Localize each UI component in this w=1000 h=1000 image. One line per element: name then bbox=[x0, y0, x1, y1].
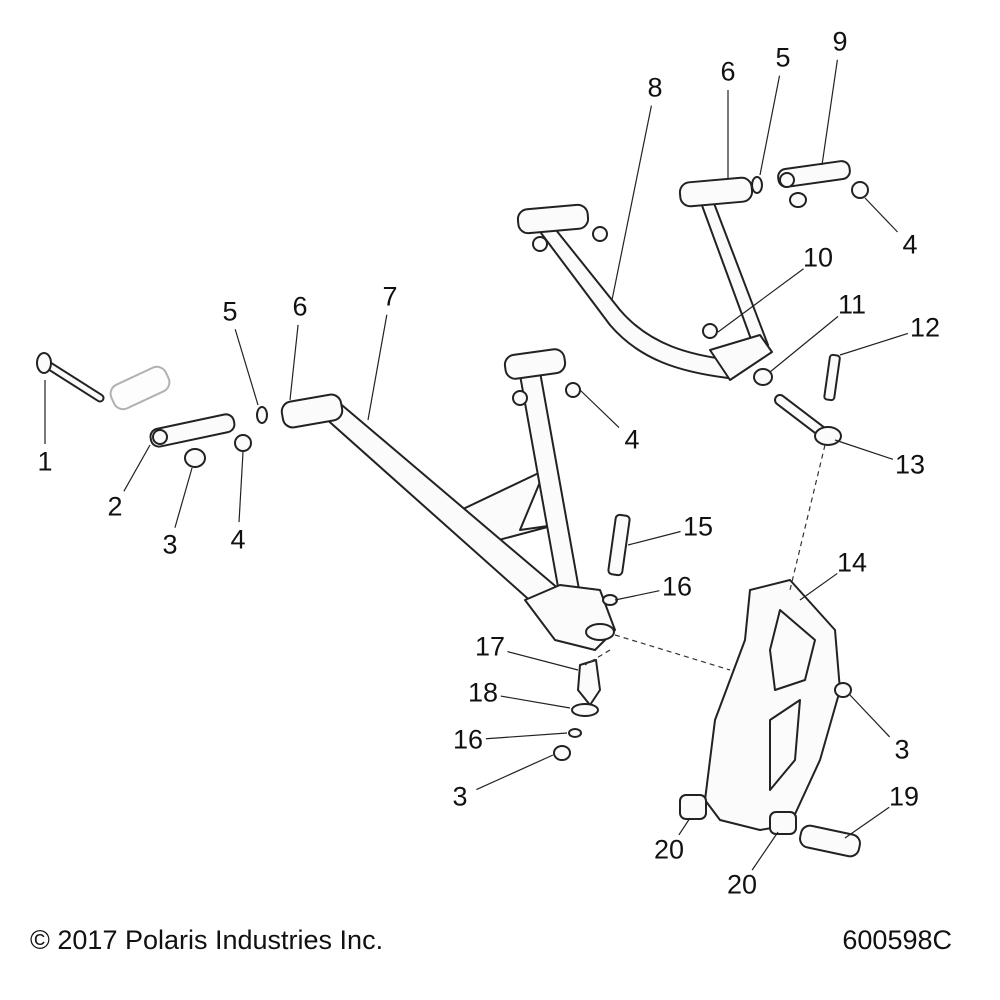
part-shock-ghost bbox=[109, 365, 171, 411]
leader-line-2 bbox=[123, 444, 151, 492]
leader-lines bbox=[44, 59, 909, 871]
leader-line-16 bbox=[614, 590, 660, 601]
diagram-number: 600598C bbox=[842, 925, 952, 955]
callout-17: 17 bbox=[474, 631, 506, 662]
callout-4: 4 bbox=[902, 229, 918, 260]
part-bushing-20b bbox=[769, 811, 797, 835]
callout-14: 14 bbox=[836, 547, 868, 578]
part-spindle bbox=[704, 579, 841, 831]
part-pivot-pin-9 bbox=[777, 160, 851, 188]
callout-1: 1 bbox=[37, 446, 53, 477]
part-nut-4c bbox=[851, 181, 869, 199]
part-lower-a-arm bbox=[280, 348, 616, 651]
callout-5: 5 bbox=[775, 42, 791, 73]
leader-line-5 bbox=[759, 75, 781, 176]
callout-10: 10 bbox=[802, 242, 834, 273]
part-bushing-20 bbox=[679, 794, 707, 820]
leader-line-10 bbox=[717, 268, 804, 333]
part-ball-joint bbox=[577, 659, 601, 706]
leader-line-6 bbox=[289, 324, 299, 401]
leader-line-19 bbox=[844, 806, 890, 839]
leader-line-4 bbox=[579, 389, 620, 428]
callout-20: 20 bbox=[726, 869, 758, 900]
leader-line-5 bbox=[234, 329, 259, 406]
copyright-text: © 2017 Polaris Industries Inc. bbox=[30, 925, 384, 955]
callout-4: 4 bbox=[624, 424, 640, 455]
part-upper-a-arm bbox=[516, 176, 773, 381]
leader-line-15 bbox=[627, 530, 681, 546]
callout-2: 2 bbox=[107, 491, 123, 522]
callout-13: 13 bbox=[894, 449, 926, 480]
part-bolt bbox=[36, 352, 105, 403]
leader-line-14 bbox=[799, 572, 838, 601]
part-nut-4 bbox=[234, 434, 252, 452]
callout-9: 9 bbox=[832, 26, 848, 57]
leader-line-20 bbox=[751, 831, 779, 871]
part-nut-3b bbox=[553, 745, 571, 761]
part-nut-4b bbox=[789, 192, 807, 208]
callout-4: 4 bbox=[230, 524, 246, 555]
leader-line-16 bbox=[485, 732, 568, 740]
callout-16: 16 bbox=[661, 571, 693, 602]
leader-line-3 bbox=[849, 694, 891, 738]
callout-8: 8 bbox=[647, 72, 663, 103]
leader-line-4 bbox=[864, 197, 898, 233]
part-nut-3 bbox=[184, 448, 206, 468]
leader-line-17 bbox=[507, 650, 579, 671]
callout-12: 12 bbox=[909, 312, 941, 343]
leader-line-20 bbox=[678, 817, 691, 836]
assembly-lines bbox=[584, 444, 826, 671]
callout-3: 3 bbox=[894, 734, 910, 765]
part-tie-rod-end bbox=[774, 394, 842, 446]
part-washer-5 bbox=[256, 406, 268, 424]
callout-15: 15 bbox=[682, 511, 714, 542]
part-bolt-15 bbox=[607, 513, 631, 577]
part-washer-16 bbox=[602, 594, 618, 606]
callout-16: 16 bbox=[452, 724, 484, 755]
part-washer-5b bbox=[751, 176, 763, 194]
callout-5: 5 bbox=[222, 296, 238, 327]
part-nut-11 bbox=[753, 368, 773, 386]
leader-line-3 bbox=[174, 467, 193, 528]
part-washer-16b bbox=[568, 728, 582, 738]
leader-line-13 bbox=[834, 439, 894, 460]
callout-7: 7 bbox=[382, 281, 398, 312]
callout-11: 11 bbox=[837, 289, 867, 320]
callout-3: 3 bbox=[452, 781, 468, 812]
callout-6: 6 bbox=[292, 291, 308, 322]
callout-18: 18 bbox=[467, 677, 499, 708]
callout-6: 6 bbox=[720, 56, 736, 87]
leader-line-18 bbox=[500, 695, 571, 709]
callout-3: 3 bbox=[162, 529, 178, 560]
leader-line-3 bbox=[476, 754, 554, 791]
leader-line-4 bbox=[238, 451, 244, 523]
callout-19: 19 bbox=[888, 781, 920, 812]
leader-line-12 bbox=[839, 332, 909, 356]
leader-line-8 bbox=[611, 105, 653, 301]
leader-line-9 bbox=[821, 59, 838, 166]
part-bolt-12 bbox=[823, 353, 841, 402]
part-nut-3c bbox=[834, 682, 852, 698]
part-snap-ring bbox=[571, 703, 599, 717]
part-pin-19 bbox=[799, 824, 861, 858]
callout-20: 20 bbox=[653, 834, 685, 865]
leader-line-11 bbox=[769, 315, 839, 373]
leader-line-7 bbox=[367, 314, 388, 421]
part-pivot-pin-2 bbox=[149, 413, 236, 448]
